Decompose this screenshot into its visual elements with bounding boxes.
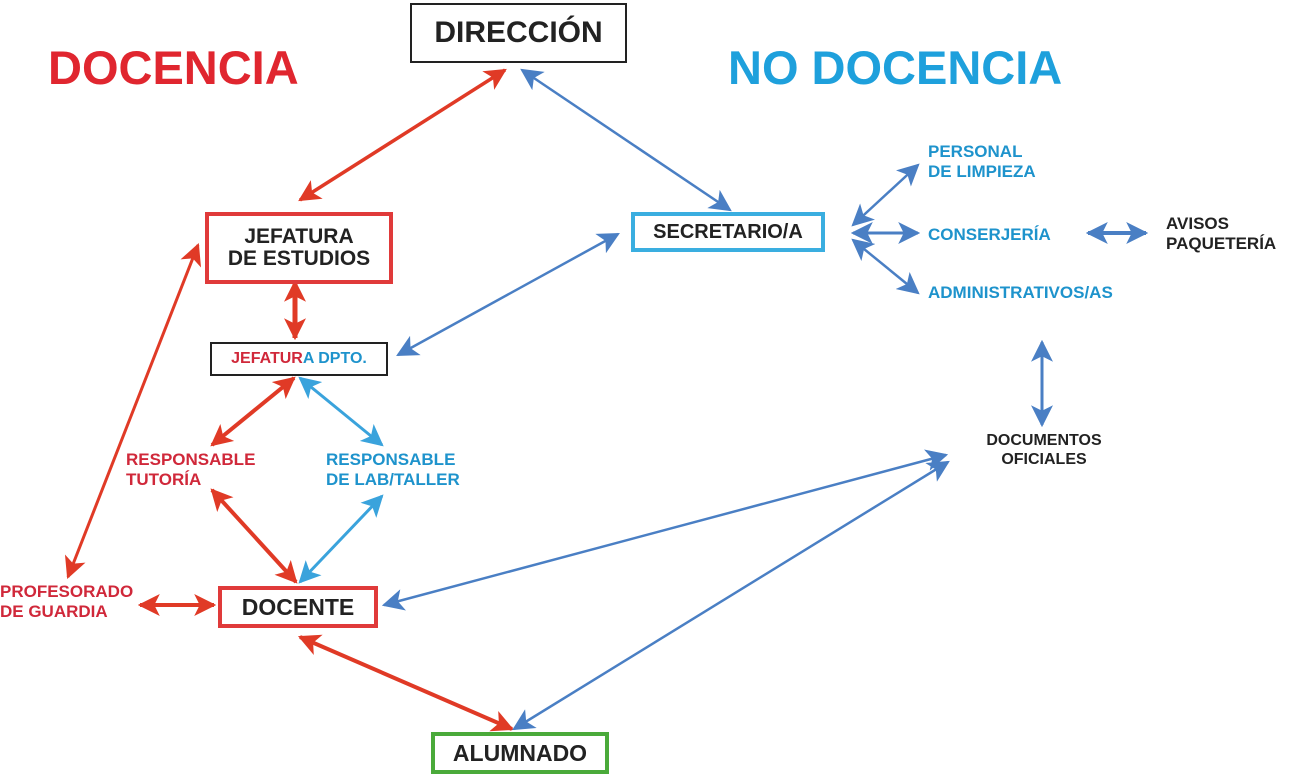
node-direccion: DIRECCIÓN: [410, 3, 627, 63]
node-docente-label: DOCENTE: [241, 593, 355, 620]
node-alumnado-label: ALUMNADO: [452, 739, 588, 766]
arrow-secretario-to-personal-limpieza: [851, 163, 920, 227]
node-responsable-tutoria: RESPONSABLE TUTORÍA: [126, 450, 255, 490]
node-administrativos: ADMINISTRATIVOS/AS: [928, 283, 1113, 302]
node-personal-limpieza: PERSONAL DE LIMPIEZA: [928, 142, 1036, 182]
node-docente: DOCENTE: [218, 586, 378, 628]
arrow-secretario-to-jefatura-dpto: [396, 232, 620, 357]
node-profesorado-guardia: PROFESORADO DE GUARDIA: [0, 582, 133, 622]
node-jefatura-estudios-line2: DE ESTUDIOS: [227, 247, 371, 270]
arrow-docente-to-alumnado: [297, 634, 515, 732]
node-alumnado: ALUMNADO: [431, 732, 609, 774]
node-responsable-tutoria-line2: TUTORÍA: [126, 469, 202, 489]
node-avisos-paqueteria-line2: PAQUETERÍA: [1166, 233, 1277, 253]
node-responsable-lab-line2: DE LAB/TALLER: [326, 469, 460, 489]
node-responsable-lab: RESPONSABLE DE LAB/TALLER: [326, 450, 460, 490]
node-direccion-label: DIRECCIÓN: [434, 16, 603, 50]
node-documentos-oficiales-line2: OFICIALES: [1001, 450, 1087, 468]
node-profesorado-guardia-line2: DE GUARDIA: [0, 601, 108, 621]
node-conserjeria: CONSERJERÍA: [928, 225, 1051, 244]
node-jefatura-dpto-red: JEFATUR: [231, 349, 303, 367]
arrow-jefatura-dpto-to-responsable-lab: [298, 376, 384, 447]
node-profesorado-guardia-line1: PROFESORADO: [0, 582, 134, 601]
node-personal-limpieza-line1: PERSONAL: [928, 142, 1023, 161]
node-responsable-tutoria-line1: RESPONSABLE: [126, 450, 256, 469]
heading-docencia: DOCENCIA: [48, 41, 299, 94]
arrow-docente-to-documentos-oficiales: [381, 449, 949, 611]
arrow-direccion-to-secretario: [520, 68, 732, 212]
node-documentos-oficiales-line1: DOCUMENTOS: [986, 432, 1102, 449]
arrow-jefatura-dpto-to-responsable-tutoria: [210, 376, 296, 447]
arrow-secretario-to-administrativos: [851, 238, 920, 295]
node-secretario: SECRETARIO/A: [631, 212, 825, 252]
arrow-responsable-lab-to-docente: [298, 494, 384, 584]
node-responsable-lab-line1: RESPONSABLE: [326, 450, 456, 469]
node-avisos-paqueteria-line1: AVISOS: [1166, 214, 1229, 233]
node-jefatura-estudios: JEFATURA DE ESTUDIOS: [205, 212, 393, 284]
heading-no-docencia: NO DOCENCIA: [728, 41, 1063, 94]
node-avisos-paqueteria: AVISOS PAQUETERÍA: [1166, 214, 1276, 254]
arrow-jefatura-estudios-to-profesorado-guardia: [64, 242, 202, 580]
node-jefatura-dpto-blue: A DPTO.: [302, 349, 367, 367]
node-personal-limpieza-line2: DE LIMPIEZA: [928, 161, 1036, 181]
arrow-direccion-to-jefatura-estudios: [298, 68, 507, 202]
arrow-responsable-tutoria-to-docente: [210, 488, 298, 584]
node-documentos-oficiales: DOCUMENTOS OFICIALES: [966, 432, 1122, 469]
node-jefatura-estudios-line1: JEFATURA: [244, 224, 354, 248]
node-secretario-label: SECRETARIO/A: [653, 220, 803, 243]
arrow-alumnado-to-documentos-oficiales: [512, 460, 950, 731]
